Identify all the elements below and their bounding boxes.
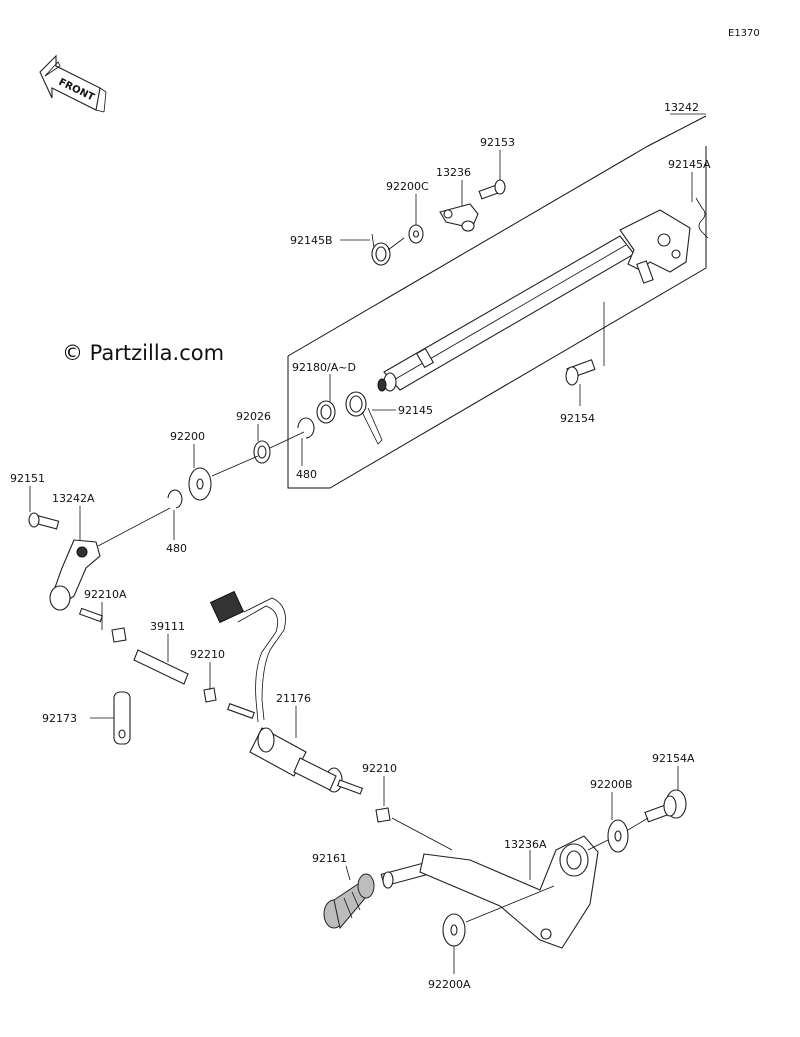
assembly-box bbox=[287, 146, 707, 489]
label-92173: 92173 bbox=[42, 712, 77, 725]
front-arrow-icon: FRONT bbox=[39, 54, 107, 113]
label-13242: 13242 bbox=[664, 101, 699, 114]
tie-rod bbox=[78, 607, 255, 719]
shim-92180 bbox=[316, 400, 336, 424]
label-92210a: 92210A bbox=[84, 588, 127, 601]
pedal-13236a bbox=[380, 835, 599, 949]
part-labels: 13242 92153 13236 92145A 92200C 92145B 9… bbox=[10, 101, 711, 991]
spring-92145 bbox=[345, 391, 383, 445]
label-13236a: 13236A bbox=[504, 838, 547, 851]
label-92026: 92026 bbox=[236, 410, 271, 423]
circlip-480-lower bbox=[167, 489, 183, 509]
label-13236: 13236 bbox=[436, 166, 471, 179]
label-92161: 92161 bbox=[312, 852, 347, 865]
bolt-92151 bbox=[28, 512, 60, 530]
label-92154a: 92154A bbox=[652, 752, 695, 765]
bolt-92153 bbox=[478, 179, 506, 200]
label-92153: 92153 bbox=[480, 136, 515, 149]
label-92145a: 92145A bbox=[668, 158, 711, 171]
washer-92200a bbox=[442, 913, 466, 947]
label-92145b: 92145B bbox=[290, 234, 333, 247]
sensor-21176 bbox=[209, 590, 364, 795]
label-92145: 92145 bbox=[398, 404, 433, 417]
bolt-92154a bbox=[644, 789, 687, 823]
label-13242a: 13242A bbox=[52, 492, 95, 505]
label-92200: 92200 bbox=[170, 430, 205, 443]
label-92210: 92210 bbox=[190, 648, 225, 661]
assembly-box-top bbox=[287, 115, 707, 357]
washer-92026 bbox=[253, 440, 271, 464]
shift-shaft bbox=[377, 235, 635, 392]
spring-92145b bbox=[371, 233, 405, 266]
label-480-lower: 480 bbox=[166, 542, 187, 555]
label-92200c: 92200C bbox=[386, 180, 429, 193]
label-92210-right: 92210 bbox=[362, 762, 397, 775]
label-21176: 21176 bbox=[276, 692, 311, 705]
label-92151: 92151 bbox=[10, 472, 45, 485]
label-92200b: 92200B bbox=[590, 778, 633, 791]
label-92154: 92154 bbox=[560, 412, 595, 425]
tool-92173 bbox=[113, 691, 131, 745]
lever-13236 bbox=[439, 203, 479, 232]
watermark: © Partzilla.com bbox=[62, 341, 224, 365]
label-39111: 39111 bbox=[150, 620, 185, 633]
rubber-92161 bbox=[323, 873, 375, 930]
washer-92200c bbox=[408, 224, 424, 244]
shift-lever-13242a bbox=[49, 539, 101, 611]
ref-code: E1370 bbox=[728, 28, 760, 39]
label-92200a: 92200A bbox=[428, 978, 471, 991]
leader-lines bbox=[29, 113, 706, 974]
washer-92200 bbox=[188, 467, 212, 501]
label-92180: 92180/A~D bbox=[292, 361, 356, 374]
bolt-92154 bbox=[565, 359, 596, 386]
nut-92210-right bbox=[375, 807, 391, 823]
label-480-upper: 480 bbox=[296, 468, 317, 481]
shift-arm-plate bbox=[619, 209, 691, 284]
circlip-480-upper bbox=[297, 417, 315, 439]
spring-92145a bbox=[695, 197, 709, 239]
washer-92200b bbox=[607, 819, 629, 853]
